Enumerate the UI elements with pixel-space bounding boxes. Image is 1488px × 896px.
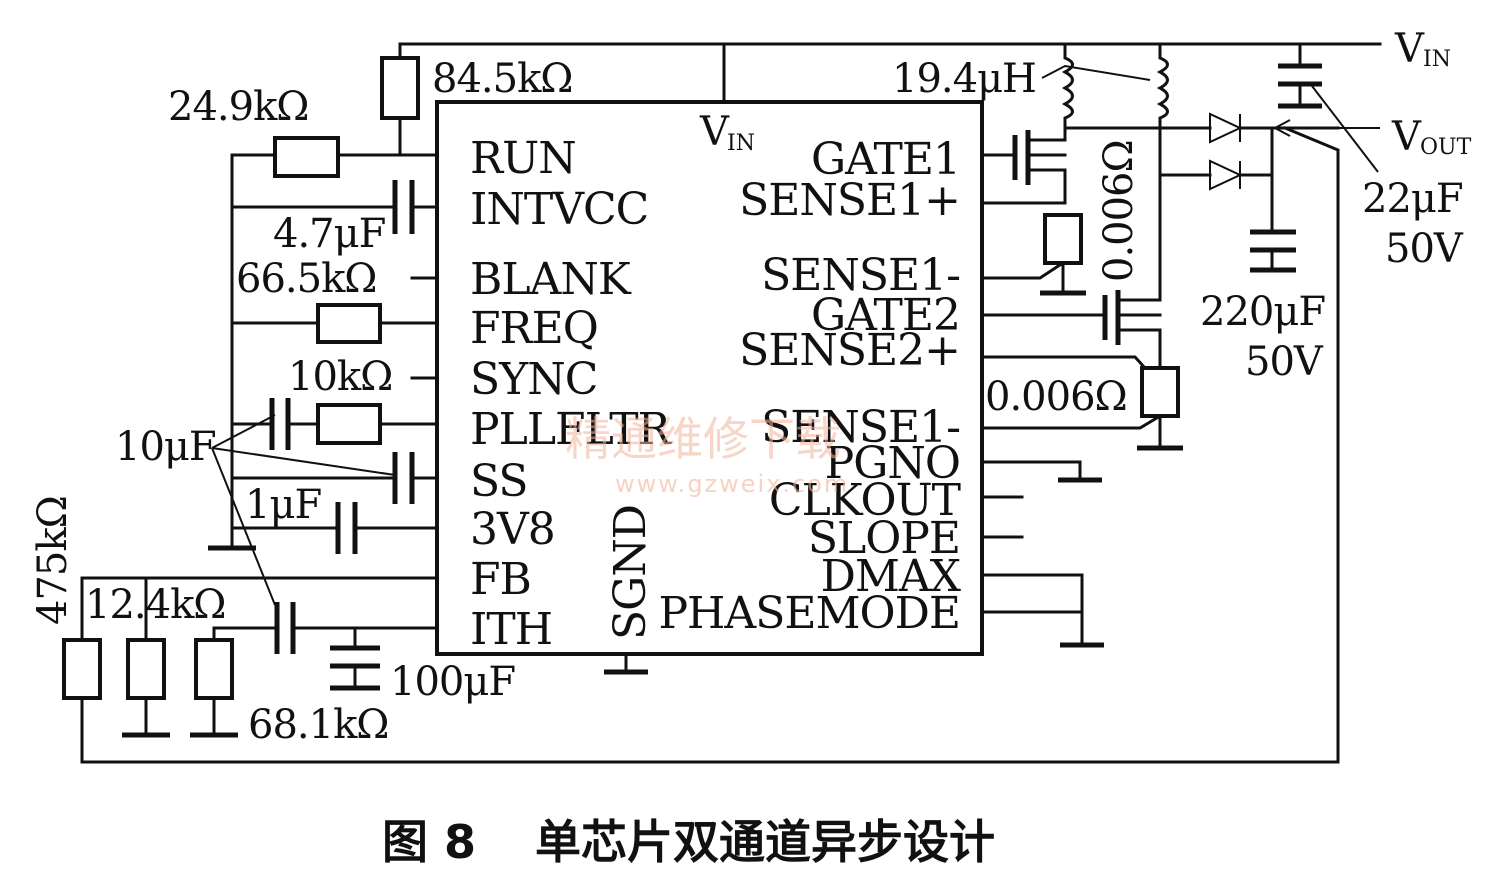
pgno-wire [980,460,1082,482]
mosfet-1-leads [1026,126,1067,202]
pin-3v8: 3V8 [470,504,555,555]
dmax-wire [980,573,1084,647]
pin-sense1-plus: SENSE1+ [739,175,960,226]
mosfet-2 [1102,290,1121,345]
resistor-84k5 [380,56,420,120]
r845k-label: 84.5kΩ [432,56,572,102]
resistor-sense1 [1043,213,1083,265]
c100u-label: 100μF [390,659,515,705]
c22u-leader [1311,85,1379,173]
mosfet-1 [1012,130,1031,185]
pin-freq: FREQ [470,303,598,354]
resistor-24k9 [273,136,340,178]
pin-fb: FB [470,554,531,605]
pin-sync: SYNC [470,354,597,405]
pin-phasemode: PHASEMODE [658,588,960,639]
c4u7-label: 4.7μF [273,211,386,257]
r665k-label: 66.5kΩ [236,256,376,302]
pin-gate2: GATE2 [811,290,960,341]
figure-title: 单芯片双通道异步设计 [535,815,995,869]
resistor-sense2 [1140,366,1180,418]
chip-vin-sub: IN [727,131,755,156]
pin-pllfltr: PLLFLTR [470,404,673,455]
c1u-label: 1μF [245,482,321,528]
r681k-label: 68.1kΩ [248,702,388,748]
r10k-label: 10kΩ [288,354,392,400]
controller-ic [435,100,984,656]
c22u-label: 22μF [1362,176,1463,222]
resistor-66k5 [316,303,382,344]
r475k-label: 475kΩ [30,496,76,625]
resistor-475k [62,638,102,700]
diode-2 [1209,159,1243,191]
watermark-url: www.gzweix.com [615,470,849,498]
rsense1-label: 0.006Ω [1096,140,1142,282]
chip-vin-label: V [699,109,730,155]
mosfet-2-leads [1116,173,1162,370]
pin-gate1: GATE1 [811,134,960,185]
cap-4u7 [392,180,415,234]
cap-pllfltr [269,398,291,450]
pin-ith: ITH [470,604,552,655]
net-vin-label: V [1394,26,1425,72]
cap-ss [392,452,415,504]
fb-left-drop [80,126,1340,764]
cap-ith [274,602,296,654]
pin-sgnd: SGND [605,505,656,640]
inductor-2 [1156,42,1169,177]
r249k-label: 24.9kΩ [168,84,308,130]
sense1m-b-wire [980,413,1163,430]
inductor-1 [1061,42,1074,130]
rsense2-label: 0.006Ω [985,374,1127,420]
pin-slope: SLOPE [808,513,960,564]
resistor-68k1 [194,638,234,700]
l194u-label: 19.4μH [892,56,1036,102]
pin-sense2-plus: SENSE2+ [739,325,960,376]
c220u-volt: 50V [1245,339,1324,385]
sense1m-wire [980,260,1066,280]
figure-number: 图 8 [382,815,476,869]
diode-1 [1209,112,1243,144]
pin-sense1-minus-b: SENSE1- [761,402,960,453]
pin-pgno: PGNO [825,438,960,489]
cap-22u [1278,63,1322,109]
inductor-leader [1041,64,1151,81]
resistor-12k4 [126,638,166,700]
cap-220u [1250,229,1296,273]
cap-100u [330,645,380,691]
pin-run: RUN [470,133,576,184]
pin-intvcc: INTVCC [470,184,648,235]
vout-arrow [1272,119,1380,137]
cap-1u [335,502,358,554]
pin-dmax: DMAX [821,551,962,602]
sense2p-wire [980,355,1148,371]
pin-blank: BLANK [470,254,632,305]
c10u-label: 10μF [115,424,216,470]
resistor-10k [316,403,382,445]
pin-clkout: CLKOUT [769,475,961,526]
c220u-label: 220μF [1200,289,1325,335]
watermark-cn: 精通维修下载 [565,412,841,466]
net-vin-sub: IN [1423,47,1451,72]
net-vout-sub: OUT [1420,135,1472,160]
r124k-label: 12.4kΩ [85,582,225,628]
sw2-node [1158,126,1274,177]
net-vout-label: V [1391,114,1422,160]
pin-ss: SS [470,456,528,507]
c22u-volt: 50V [1385,226,1464,272]
pin-sense1-minus: SENSE1- [761,250,960,301]
